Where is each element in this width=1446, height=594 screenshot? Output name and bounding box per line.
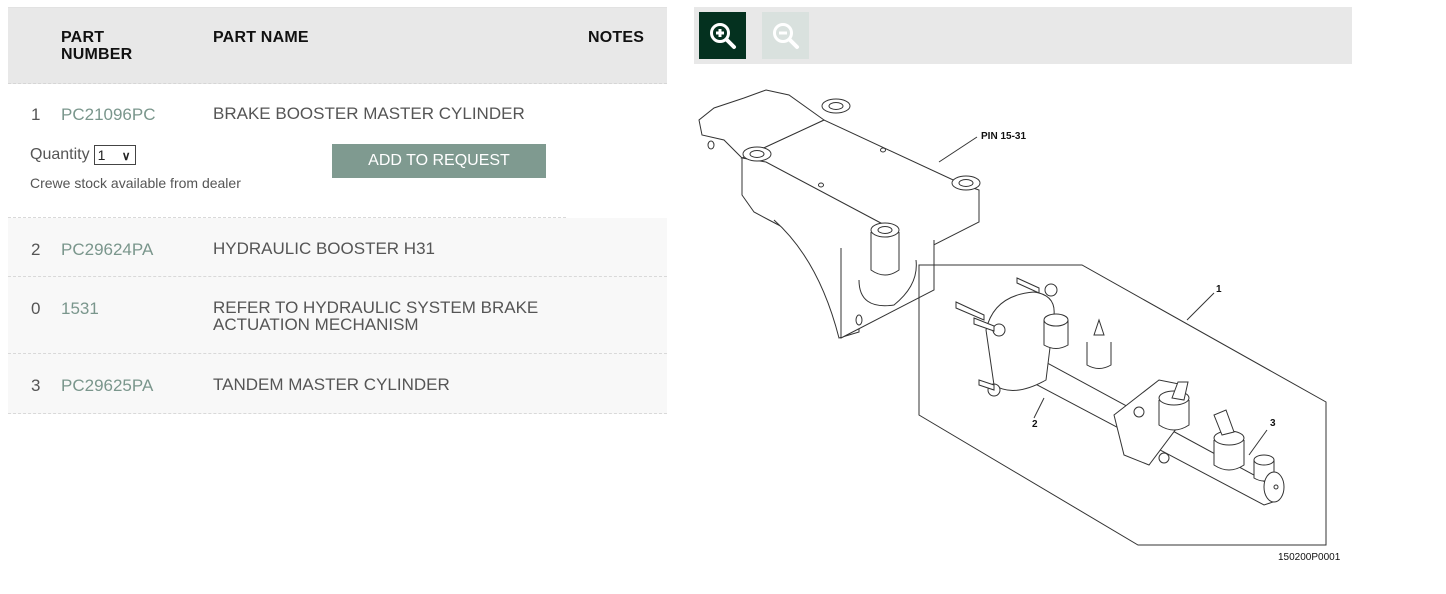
row-index: 0 (31, 299, 41, 318)
table-row: 1 PC21096PC BRAKE BOOSTER MASTER CYLINDE… (8, 84, 667, 218)
part-number-link[interactable]: 1531 (61, 299, 99, 318)
chevron-down-icon: ∨ (121, 149, 131, 163)
header-part-number-line2: NUMBER (61, 46, 133, 63)
header-notes: NOTES (588, 29, 645, 46)
zoom-out-icon (772, 22, 799, 49)
quantity-value: 1 (97, 147, 106, 163)
add-to-request-button[interactable]: ADD TO REQUEST (332, 144, 546, 178)
table-row: 3 PC29625PA TANDEM MASTER CYLINDER (8, 354, 667, 414)
callout-2: 2 (1032, 419, 1038, 430)
header-part-number-line1: PART (61, 29, 105, 46)
figure-id: 150200P0001 (1278, 552, 1341, 563)
table-row: 0 1531 REFER TO HYDRAULIC SYSTEM BRAKE A… (8, 277, 667, 354)
callout-3: 3 (1270, 418, 1276, 429)
callout-1: 1 (1216, 284, 1222, 295)
row-index: 1 (31, 105, 41, 124)
part-number-link[interactable]: PC29624PA (61, 240, 154, 259)
row-index: 3 (31, 376, 41, 395)
parts-diagram[interactable]: PIN 15-31 (694, 80, 1354, 570)
row-index: 2 (31, 240, 41, 259)
part-name: BRAKE BOOSTER MASTER CYLINDER (213, 104, 525, 123)
quantity-control: Quantity 1 ∨ (30, 145, 136, 165)
quantity-select[interactable]: 1 ∨ (93, 145, 136, 165)
quantity-label: Quantity (30, 146, 90, 163)
callout-pin: PIN 15-31 (981, 131, 1026, 142)
part-number-link[interactable]: PC21096PC (61, 105, 156, 124)
parts-table: PART NUMBER PART NAME NOTES 1 PC21096PC … (8, 7, 667, 414)
table-header: PART NUMBER PART NAME NOTES (8, 7, 667, 84)
header-part-name: PART NAME (213, 29, 309, 46)
zoom-out-button[interactable] (762, 12, 809, 59)
exploded-view-illustration: PIN 15-31 (698, 89, 1341, 563)
part-name: REFER TO HYDRAULIC SYSTEM BRAKE ACTUATIO… (213, 298, 539, 334)
header-part-number: PART NUMBER (61, 29, 171, 63)
diagram-toolbar (694, 7, 1352, 64)
zoom-in-icon (709, 22, 736, 49)
zoom-in-button[interactable] (699, 12, 746, 59)
table-row: 2 PC29624PA HYDRAULIC BOOSTER H31 (8, 218, 667, 277)
stock-status: Crewe stock available from dealer (30, 175, 241, 191)
part-name: TANDEM MASTER CYLINDER (213, 375, 450, 394)
part-number-link[interactable]: PC29625PA (61, 376, 154, 395)
part-name: HYDRAULIC BOOSTER H31 (213, 239, 435, 258)
